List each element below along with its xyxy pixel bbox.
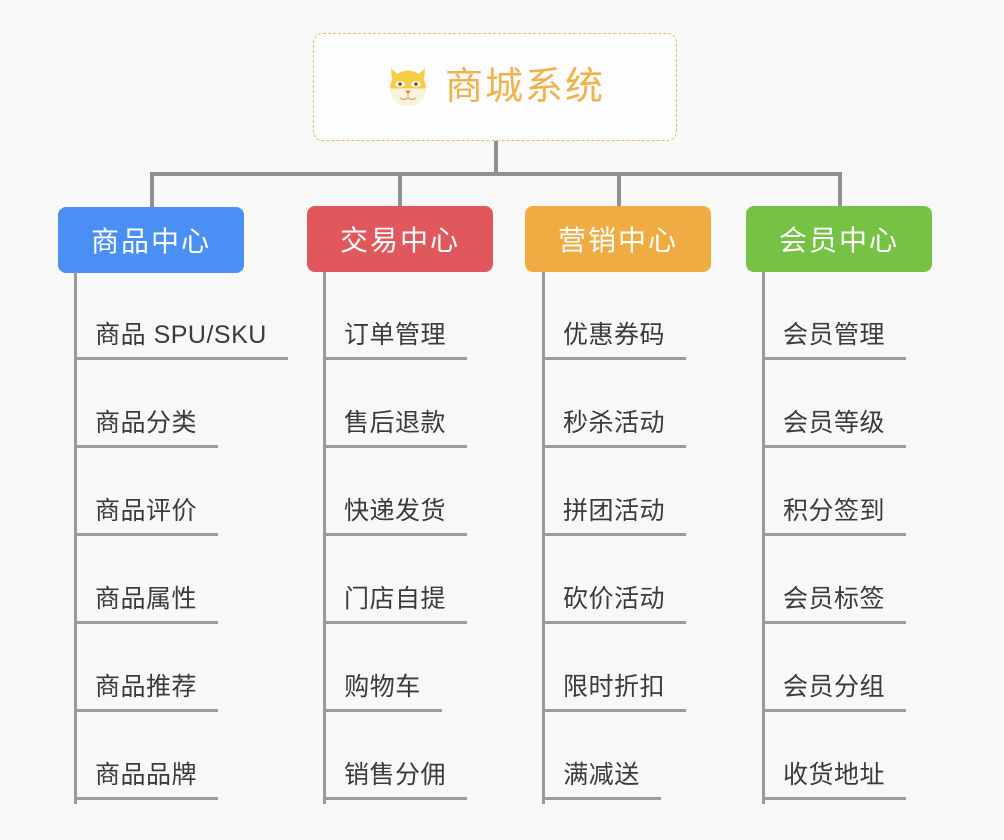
leaf-item[interactable]: 秒杀活动 (542, 360, 686, 448)
leaf-item-label: 会员标签 (782, 585, 885, 613)
category-header-trade-center[interactable]: 交易中心 (307, 206, 493, 272)
leaf-item[interactable]: 门店自提 (323, 536, 467, 624)
leaf-underline (74, 797, 218, 800)
leaf-item[interactable]: 快递发货 (323, 448, 467, 536)
leaf-underline (542, 533, 686, 536)
branch-rail (323, 272, 326, 804)
leaf-underline (323, 445, 467, 448)
leaf-item-label: 会员等级 (782, 409, 885, 437)
leaf-item[interactable]: 商品评价 (74, 448, 218, 536)
leaf-item-label: 门店自提 (343, 585, 446, 613)
category-header-product-center[interactable]: 商品中心 (58, 207, 244, 273)
leaf-item-label: 商品分类 (94, 409, 197, 437)
leaf-item[interactable]: 砍价活动 (542, 536, 686, 624)
leaf-underline (542, 357, 686, 360)
connector-drop-1 (150, 172, 154, 208)
branch-rail (762, 272, 765, 804)
leaf-item-label: 购物车 (344, 673, 421, 701)
leaf-underline (762, 797, 906, 800)
category-label: 交易中心 (339, 225, 460, 256)
leaf-item-label: 会员分组 (782, 673, 885, 701)
category-label: 商品中心 (90, 226, 211, 257)
root-node-商城系统[interactable]: 商城系统 (313, 33, 677, 141)
leaf-item[interactable]: 商品推荐 (74, 624, 218, 712)
leaf-underline (323, 797, 467, 800)
leaf-item[interactable]: 限时折扣 (542, 624, 686, 712)
root-node-title: 商城系统 (444, 66, 605, 108)
leaf-item-label: 商品评价 (94, 497, 197, 525)
root-node-content: 商城系统 (385, 64, 605, 110)
leaf-underline (762, 533, 906, 536)
category-header-marketing-center[interactable]: 营销中心 (525, 206, 711, 272)
leaf-item-label: 限时折扣 (562, 673, 665, 701)
leaf-item-label: 满减送 (563, 761, 640, 789)
leaf-item[interactable]: 订单管理 (323, 272, 467, 360)
leaf-underline (762, 357, 906, 360)
leaf-item-label: 积分签到 (782, 497, 885, 525)
leaf-item[interactable]: 会员分组 (762, 624, 906, 712)
leaf-item[interactable]: 会员等级 (762, 360, 906, 448)
leaf-item-label: 会员管理 (782, 321, 885, 349)
connector-horizontal-bus (150, 172, 842, 176)
branch-product-center: 商品 SPU/SKU 商品分类商品评价商品属性商品推荐商品品牌 (74, 272, 304, 804)
leaf-underline (74, 533, 218, 536)
leaf-item-label: 商品品牌 (94, 761, 197, 789)
connector-drop-4 (838, 172, 842, 208)
leaf-item[interactable]: 购物车 (323, 624, 442, 712)
leaf-item-label: 订单管理 (343, 321, 446, 349)
leaf-item-label: 售后退款 (343, 409, 446, 437)
leaf-item-label: 收货地址 (782, 761, 885, 789)
leaf-underline (542, 797, 661, 800)
leaf-underline (323, 709, 442, 712)
leaf-underline (542, 445, 686, 448)
connector-root-vertical (494, 141, 498, 174)
leaf-underline (74, 709, 218, 712)
branch-marketing-center: 优惠券码秒杀活动拼团活动砍价活动限时折扣满减送 (542, 272, 754, 804)
leaf-item[interactable]: 拼团活动 (542, 448, 686, 536)
leaf-item[interactable]: 收货地址 (762, 712, 906, 800)
leaf-item-label: 秒杀活动 (562, 409, 665, 437)
leaf-underline (323, 533, 467, 536)
leaf-underline (74, 357, 288, 360)
leaf-underline (323, 357, 467, 360)
leaf-item-label: 快递发货 (343, 497, 446, 525)
leaf-item[interactable]: 会员标签 (762, 536, 906, 624)
leaf-underline (323, 621, 467, 624)
leaf-underline (74, 445, 218, 448)
leaf-underline (74, 621, 218, 624)
leaf-item[interactable]: 优惠券码 (542, 272, 686, 360)
leaf-item-label: 商品属性 (94, 585, 197, 613)
leaf-underline (542, 621, 686, 624)
branch-rail (542, 272, 545, 804)
connector-drop-3 (617, 172, 621, 208)
leaf-item[interactable]: 商品 SPU/SKU (74, 272, 288, 360)
category-header-member-center[interactable]: 会员中心 (746, 206, 932, 272)
leaf-underline (762, 445, 906, 448)
leaf-item[interactable]: 满减送 (542, 712, 661, 800)
leaf-underline (762, 709, 906, 712)
leaf-item-label: 砍价活动 (562, 585, 665, 613)
branch-member-center: 会员管理会员等级积分签到会员标签会员分组收货地址 (762, 272, 974, 804)
leaf-item[interactable]: 积分签到 (762, 448, 906, 536)
leaf-item-label: 商品推荐 (94, 673, 197, 701)
leaf-item[interactable]: 商品属性 (74, 536, 218, 624)
connector-drop-2 (398, 172, 402, 208)
branch-rail (74, 272, 77, 804)
leaf-item-label: 优惠券码 (562, 321, 665, 349)
shiba-dog-face-icon (390, 68, 426, 107)
branch-trade-center: 订单管理售后退款快递发货门店自提购物车销售分佣 (323, 272, 535, 804)
leaf-underline (762, 621, 906, 624)
category-label: 会员中心 (778, 225, 899, 256)
category-label: 营销中心 (557, 225, 678, 256)
leaf-item[interactable]: 商品分类 (74, 360, 218, 448)
leaf-item-label: 商品 SPU/SKU (95, 321, 267, 349)
leaf-item-label: 拼团活动 (562, 497, 665, 525)
leaf-item-label: 销售分佣 (343, 761, 446, 789)
leaf-item[interactable]: 会员管理 (762, 272, 906, 360)
leaf-item[interactable]: 售后退款 (323, 360, 467, 448)
leaf-item[interactable]: 商品品牌 (74, 712, 218, 800)
leaf-item[interactable]: 销售分佣 (323, 712, 467, 800)
leaf-underline (542, 709, 686, 712)
